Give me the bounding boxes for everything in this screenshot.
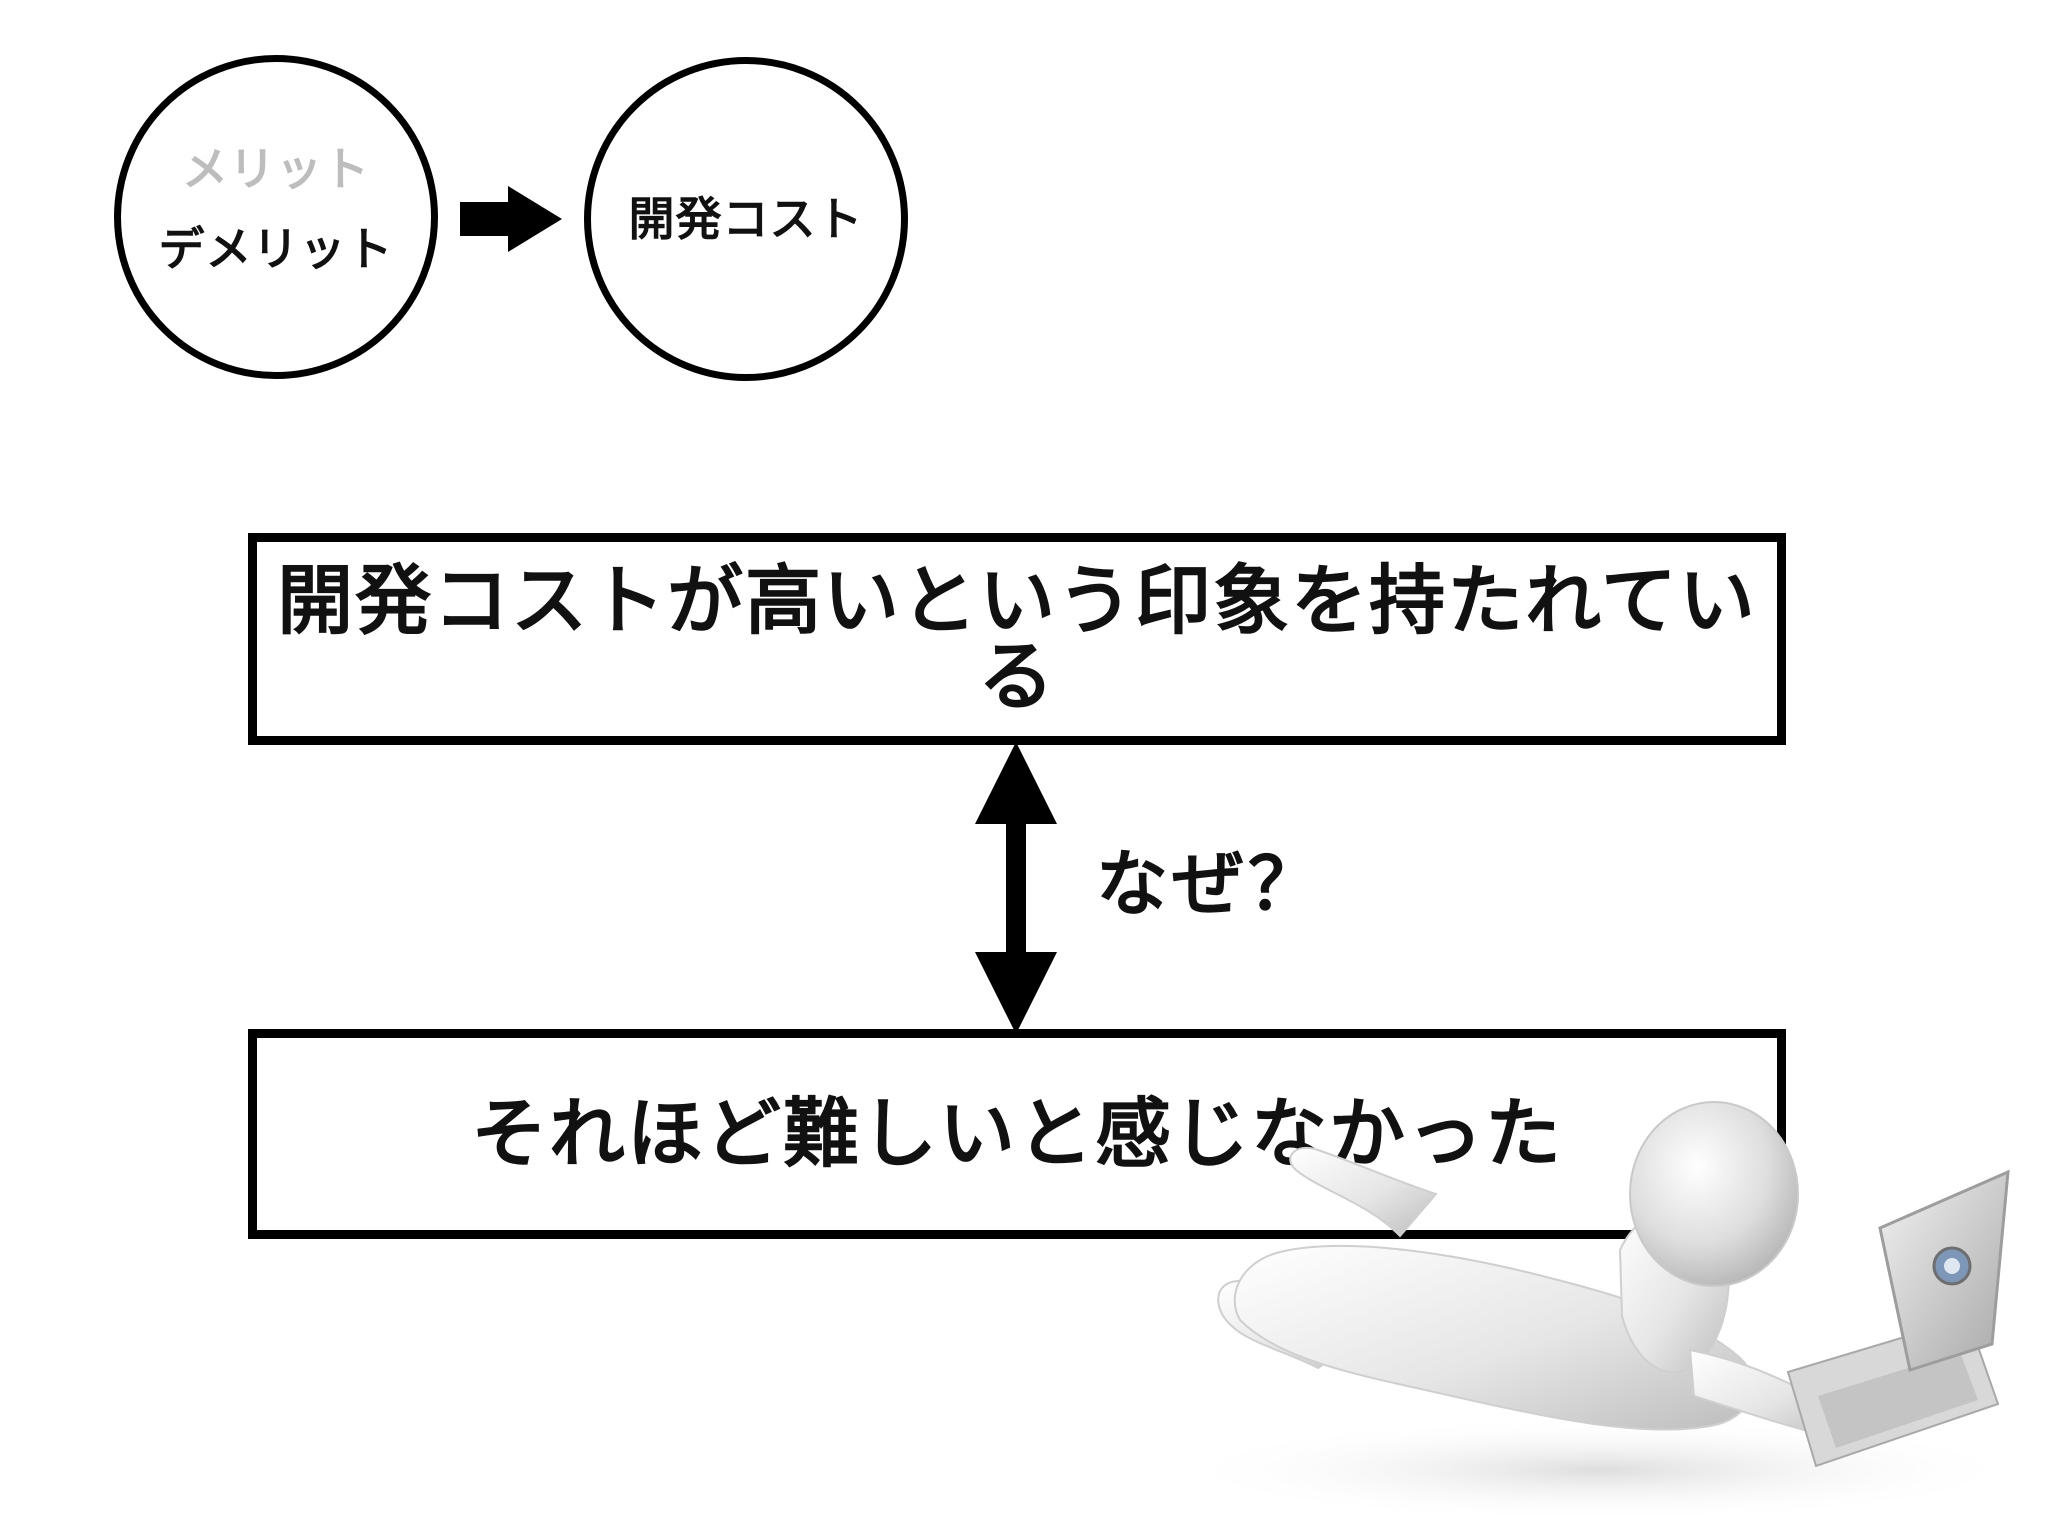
not-difficult-box: それほど難しいと感じなかった xyxy=(248,1029,1786,1239)
not-difficult-text: それほど難しいと感じなかった xyxy=(471,1089,1563,1178)
merit-label: メリット xyxy=(182,142,370,196)
why-question: なぜ？ xyxy=(1096,842,1325,926)
high-cost-impression-text: 開発コストが高いという印象を持たれている xyxy=(277,556,1757,721)
demerit-label: デメリット xyxy=(158,222,394,276)
person-with-laptop-illustration xyxy=(1170,1101,2030,1522)
merit-demerit-circle: メリット デメリット xyxy=(114,55,438,379)
high-cost-impression-box: 開発コストが高いという印象を持たれている xyxy=(248,533,1786,745)
right-arrow-icon xyxy=(460,186,562,252)
up-down-arrow-icon xyxy=(975,742,1057,1034)
development-cost-label: 開発コスト xyxy=(628,192,864,246)
development-cost-circle: 開発コスト xyxy=(584,57,908,381)
